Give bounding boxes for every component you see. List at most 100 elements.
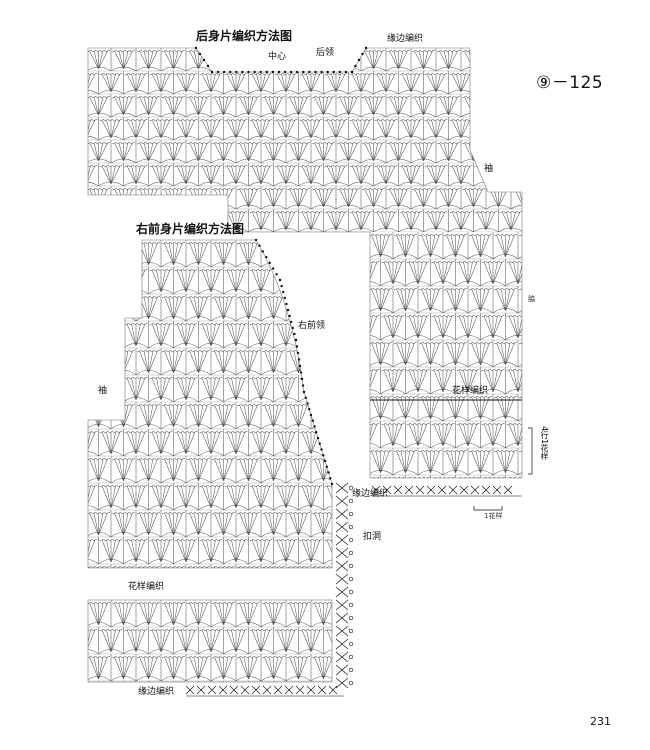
fan-stitch-motif	[423, 71, 449, 95]
edging-dot	[286, 308, 290, 312]
fan-stitch-motif	[273, 681, 299, 682]
front-bottom-edging	[185, 685, 344, 697]
fan-stitch-motif	[385, 48, 412, 72]
fan-stitch-motif	[370, 286, 394, 314]
fan-stitch-motif	[310, 654, 332, 682]
fan-stitch-motif	[160, 510, 187, 538]
edging-dot	[309, 413, 313, 417]
fan-stitch-motif	[285, 402, 312, 430]
fan-stitch-motif	[298, 483, 324, 511]
edging-dot	[259, 70, 262, 74]
edging-dot	[364, 46, 368, 50]
fan-stitch-motif	[160, 294, 187, 322]
fan-stitch-motif	[273, 117, 299, 141]
fan-stitch-motif	[273, 71, 299, 95]
fan-stitch-motif	[273, 163, 299, 187]
fan-stitch-motif	[210, 456, 237, 484]
fan-stitch-motif	[467, 232, 494, 260]
edging-cross-stitch	[448, 485, 458, 495]
fan-stitch-motif	[336, 240, 361, 267]
fan-stitch-motif	[480, 367, 506, 395]
fan-stitch-motif	[260, 186, 287, 210]
fan-stitch-motif	[343, 340, 368, 367]
edging-cross-stitch	[335, 482, 349, 494]
edging-dot	[261, 250, 265, 253]
fan-stitch-motif	[88, 117, 99, 141]
edging-cross-stitch	[335, 638, 349, 650]
fan-stitch-motif	[260, 564, 287, 568]
fan-stitch-motif	[88, 209, 99, 232]
fan-stitch-motif	[455, 367, 481, 395]
fan-stitch-motif	[160, 140, 187, 164]
right-front-outline	[87, 239, 333, 569]
right-front-bottom-stitches	[61, 600, 332, 682]
fan-stitch-motif	[123, 163, 149, 187]
fan-stitch-motif	[323, 375, 332, 403]
fan-stitch-motif	[310, 348, 332, 376]
fan-stitch-motif	[185, 94, 212, 118]
side-bottom-edging	[371, 485, 522, 497]
fan-stitch-motif	[273, 209, 299, 232]
fan-stitch-motif	[110, 564, 137, 568]
fan-stitch-motif	[248, 267, 274, 295]
fan-stitch-motif	[285, 240, 312, 268]
fan-stitch-motif	[336, 456, 361, 483]
fan-stitch-motif	[323, 627, 332, 655]
fan-stitch-motif	[135, 654, 162, 682]
fan-stitch-motif	[505, 313, 522, 341]
fan-stitch-motif	[61, 654, 86, 681]
fan-stitch-motif	[185, 510, 212, 538]
fan-stitch-motif	[360, 140, 387, 164]
fan-stitch-motif	[260, 600, 287, 628]
edging-loop	[348, 485, 354, 491]
right-front-neck-edging	[254, 238, 334, 486]
fan-stitch-motif	[442, 286, 469, 314]
fan-stitch-motif	[173, 429, 199, 457]
fan-stitch-motif	[398, 209, 424, 232]
fan-stitch-motif	[198, 429, 224, 457]
fan-stitch-motif	[310, 510, 332, 538]
edging-cross-stitch	[335, 677, 349, 689]
fan-stitch-motif	[248, 71, 274, 95]
fan-stitch-motif	[198, 321, 224, 349]
fan-stitch-motif	[148, 71, 174, 95]
fan-stitch-motif	[223, 117, 249, 141]
fan-stitch-motif	[98, 627, 124, 655]
fan-stitch-motif	[61, 600, 86, 627]
fan-stitch-motif	[310, 294, 332, 322]
fan-stitch-motif	[380, 367, 406, 395]
fan-stitch-motif	[348, 209, 374, 232]
edging-cross-stitch	[335, 495, 349, 507]
fan-stitch-motif	[88, 163, 99, 187]
fan-stitch-motif	[298, 537, 324, 565]
fan-stitch-motif	[442, 448, 469, 476]
fan-stitch-motif	[285, 186, 312, 210]
fan-stitch-motif	[398, 117, 424, 141]
back-piece-title: 后身片编织方法图	[196, 29, 293, 43]
fan-stitch-motif	[88, 71, 99, 95]
fan-stitch-motif	[286, 232, 311, 255]
fan-stitch-motif	[498, 117, 522, 141]
fan-stitch-motif	[524, 163, 549, 186]
fan-stitch-motif	[160, 348, 187, 376]
repeat-rows-label: 4行1花样	[540, 426, 549, 461]
edging-dot	[313, 425, 316, 428]
fan-stitch-motif	[323, 267, 332, 295]
fan-stitch-motif	[385, 140, 412, 164]
fan-stitch-motif	[210, 186, 237, 210]
fan-stitch-motif	[505, 421, 522, 449]
fan-stitch-motif	[110, 348, 137, 376]
side-pattern-label: 花样编织	[452, 386, 489, 396]
fan-stitch-motif	[248, 681, 274, 682]
fan-stitch-motif	[223, 375, 249, 403]
edging-cross-stitch	[335, 599, 349, 611]
fan-stitch-motif	[473, 209, 499, 232]
edging-dot	[361, 52, 364, 56]
fan-stitch-motif	[223, 163, 249, 187]
fan-stitch-motif	[223, 627, 249, 655]
fan-stitch-motif	[88, 627, 99, 655]
fan-stitch-motif	[373, 117, 399, 141]
edging-dot	[327, 471, 330, 474]
